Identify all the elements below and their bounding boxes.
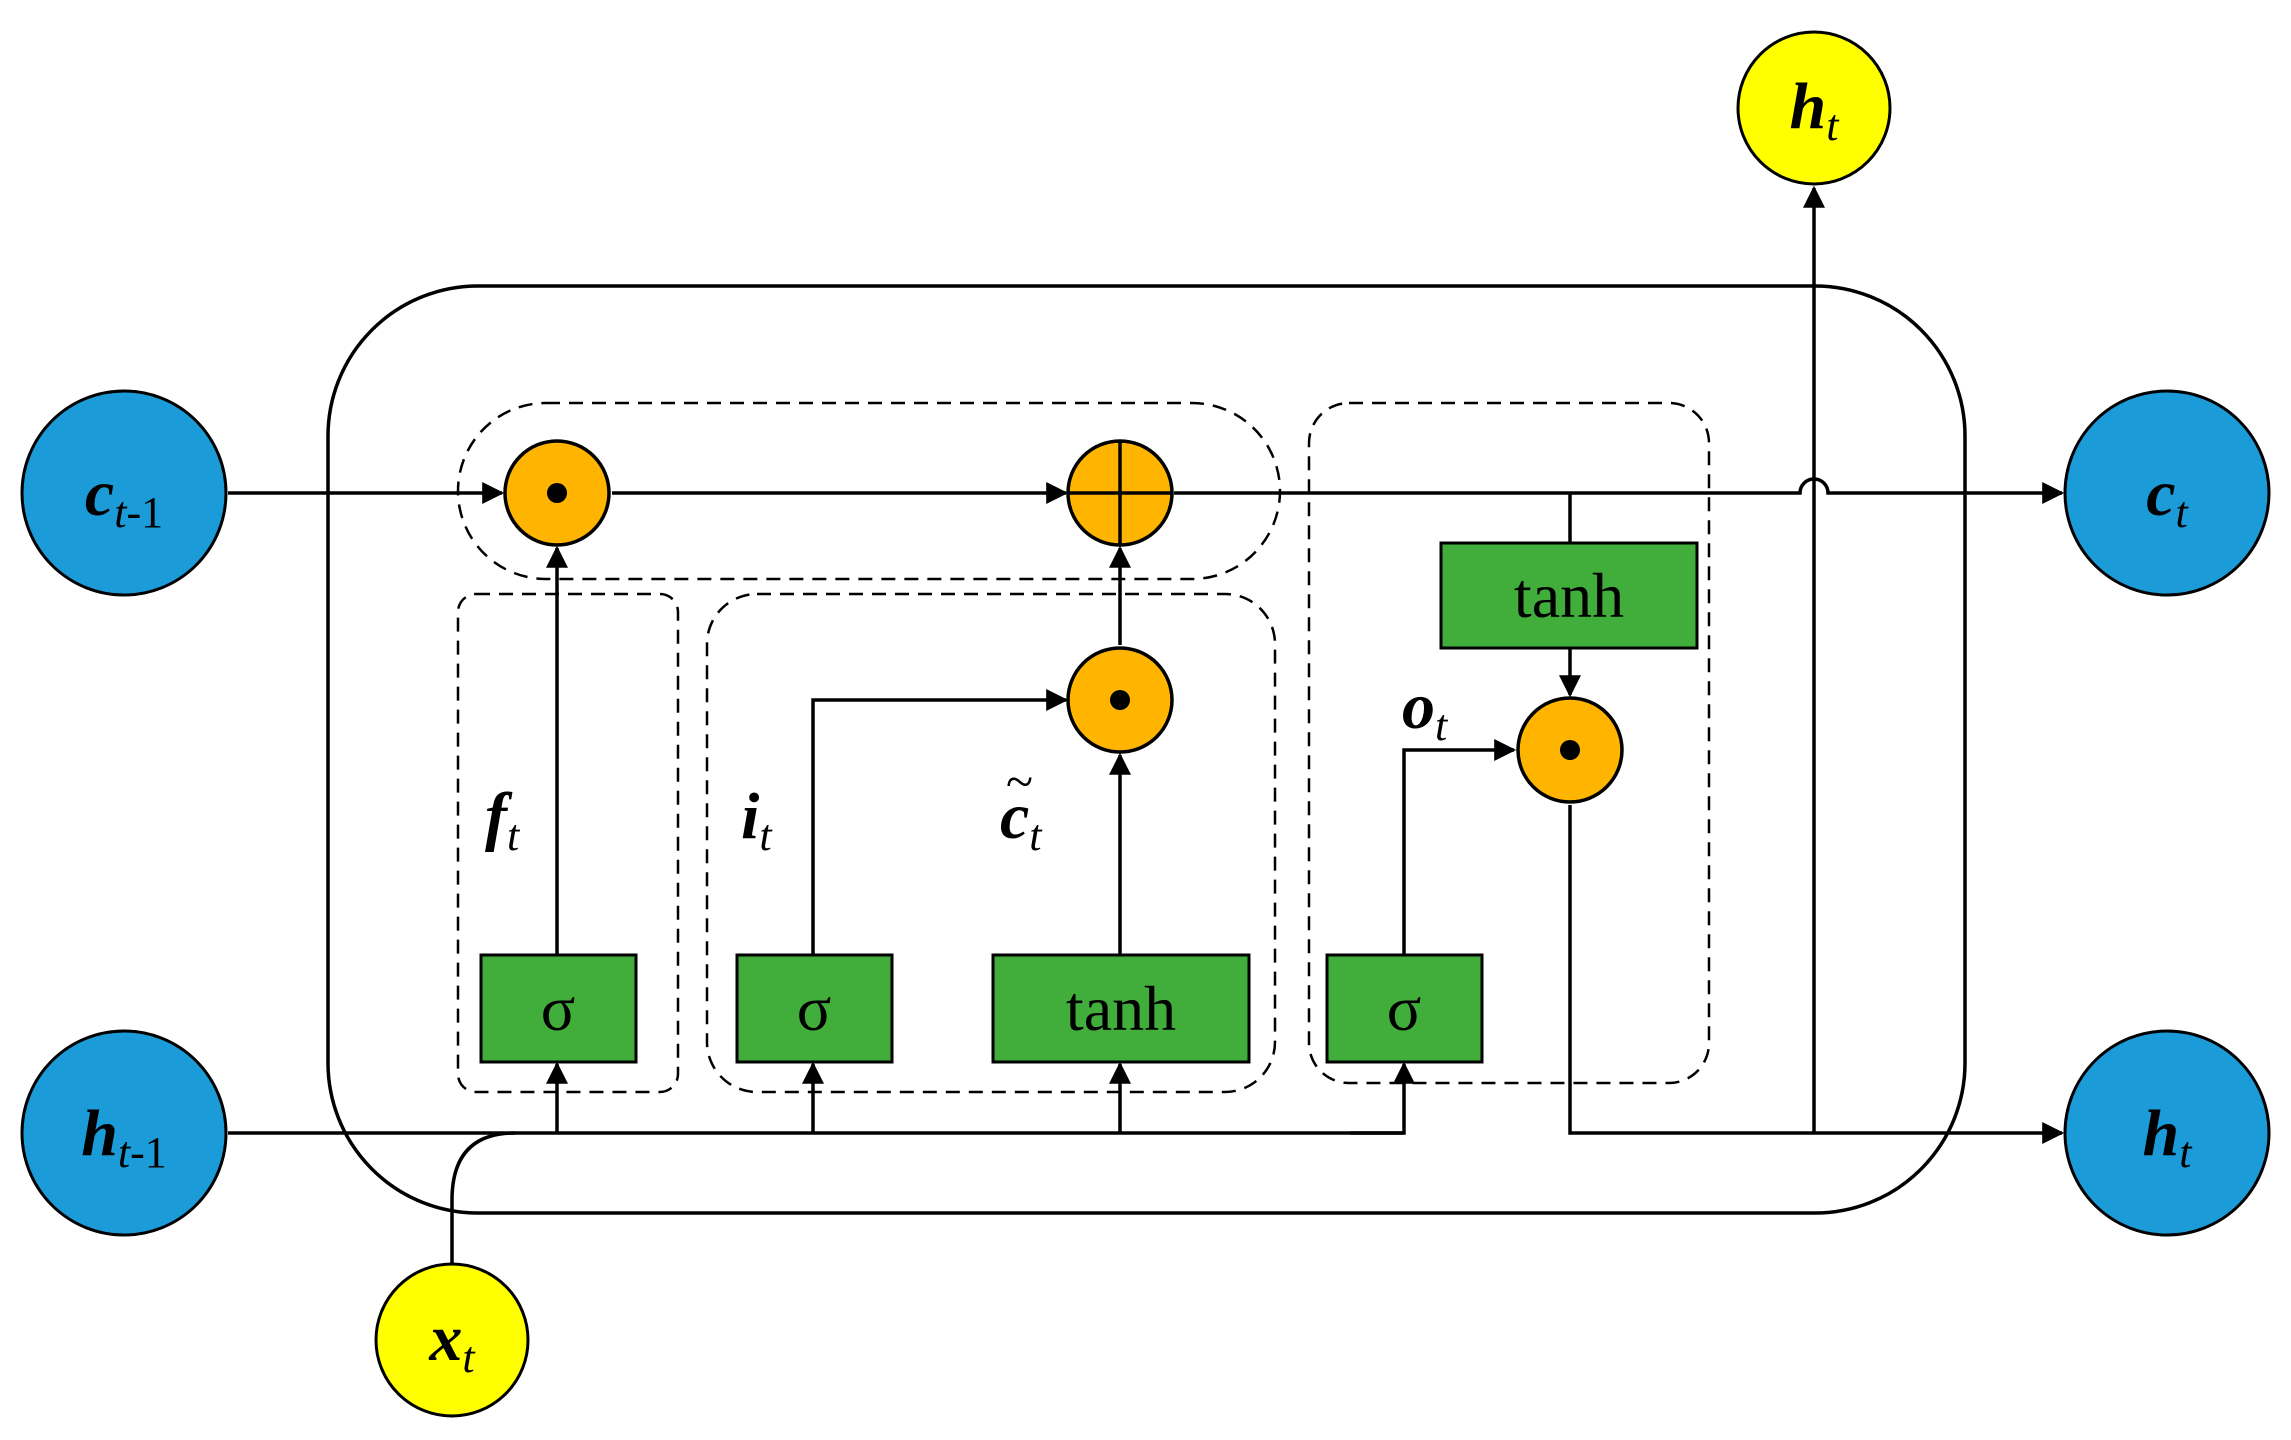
label-ot: ot (1402, 670, 1449, 750)
svg-text:ht: ht (1790, 70, 1841, 150)
candidate-gate-tanh: tanh (991, 953, 1251, 1064)
input-gate-sigma: σ (735, 953, 894, 1064)
node-h-next: ht (2063, 1029, 2271, 1237)
hadamard-dot (1110, 690, 1130, 710)
cell-state-group (456, 401, 1282, 581)
cell-add-op (1066, 439, 1174, 547)
node-x-in: xt (374, 1262, 530, 1418)
wire-ot (1402, 739, 1517, 955)
forget-gate-sigma: σ (479, 953, 638, 1064)
svg-text:ct: ct (2146, 457, 2189, 537)
input-gate-group (705, 592, 1277, 1094)
wire-x-input (450, 1131, 516, 1265)
label-ft: ft (485, 780, 521, 860)
output-gate-group (1307, 401, 1711, 1085)
svg-text:ct-1: ct-1 (85, 457, 163, 537)
candidate-gate-box (991, 953, 1251, 1064)
wire-ht-out (1568, 805, 2065, 1144)
candidate-gate-label: tanh (1066, 973, 1176, 1044)
forget-multiply-op (503, 439, 611, 547)
cell-tanh-label: tanh (1514, 560, 1624, 631)
lstm-cell-boundary (326, 284, 1967, 1215)
label-ct-tilde: ~ ct (1000, 753, 1043, 860)
svg-text:ht: ht (2143, 1097, 2194, 1177)
input-gate-label: σ (797, 973, 832, 1044)
label-it: it (741, 780, 773, 860)
input-gate-box (735, 953, 894, 1064)
input-multiply-op (1066, 646, 1174, 754)
tilde-mark: ~ (1006, 753, 1033, 809)
node-c-next: ct (2063, 389, 2271, 597)
output-gate-label: σ (1387, 973, 1422, 1044)
node-h-top: ht (1736, 30, 1892, 186)
output-gate-sigma: σ (1325, 953, 1484, 1064)
wire-it (811, 689, 1069, 955)
svg-text:ct: ct (1000, 780, 1043, 860)
output-gate-box (1325, 953, 1484, 1064)
forget-gate-box (479, 953, 638, 1064)
svg-text:xt: xt (428, 1302, 476, 1382)
cell-tanh: tanh (1439, 541, 1699, 650)
node-h-prev: ht-1 (20, 1029, 228, 1237)
wire-bus-to-output (1350, 1061, 1415, 1135)
node-c-prev: ct-1 (20, 389, 228, 597)
output-multiply-op (1516, 696, 1624, 804)
svg-text:ht-1: ht-1 (81, 1097, 167, 1177)
forget-gate-label: σ (541, 973, 576, 1044)
wire-cell-state-out (1174, 477, 2065, 504)
forget-gate-group (456, 592, 680, 1094)
hadamard-dot (547, 483, 567, 503)
hadamard-dot (1560, 740, 1580, 760)
cell-tanh-box (1439, 541, 1699, 650)
